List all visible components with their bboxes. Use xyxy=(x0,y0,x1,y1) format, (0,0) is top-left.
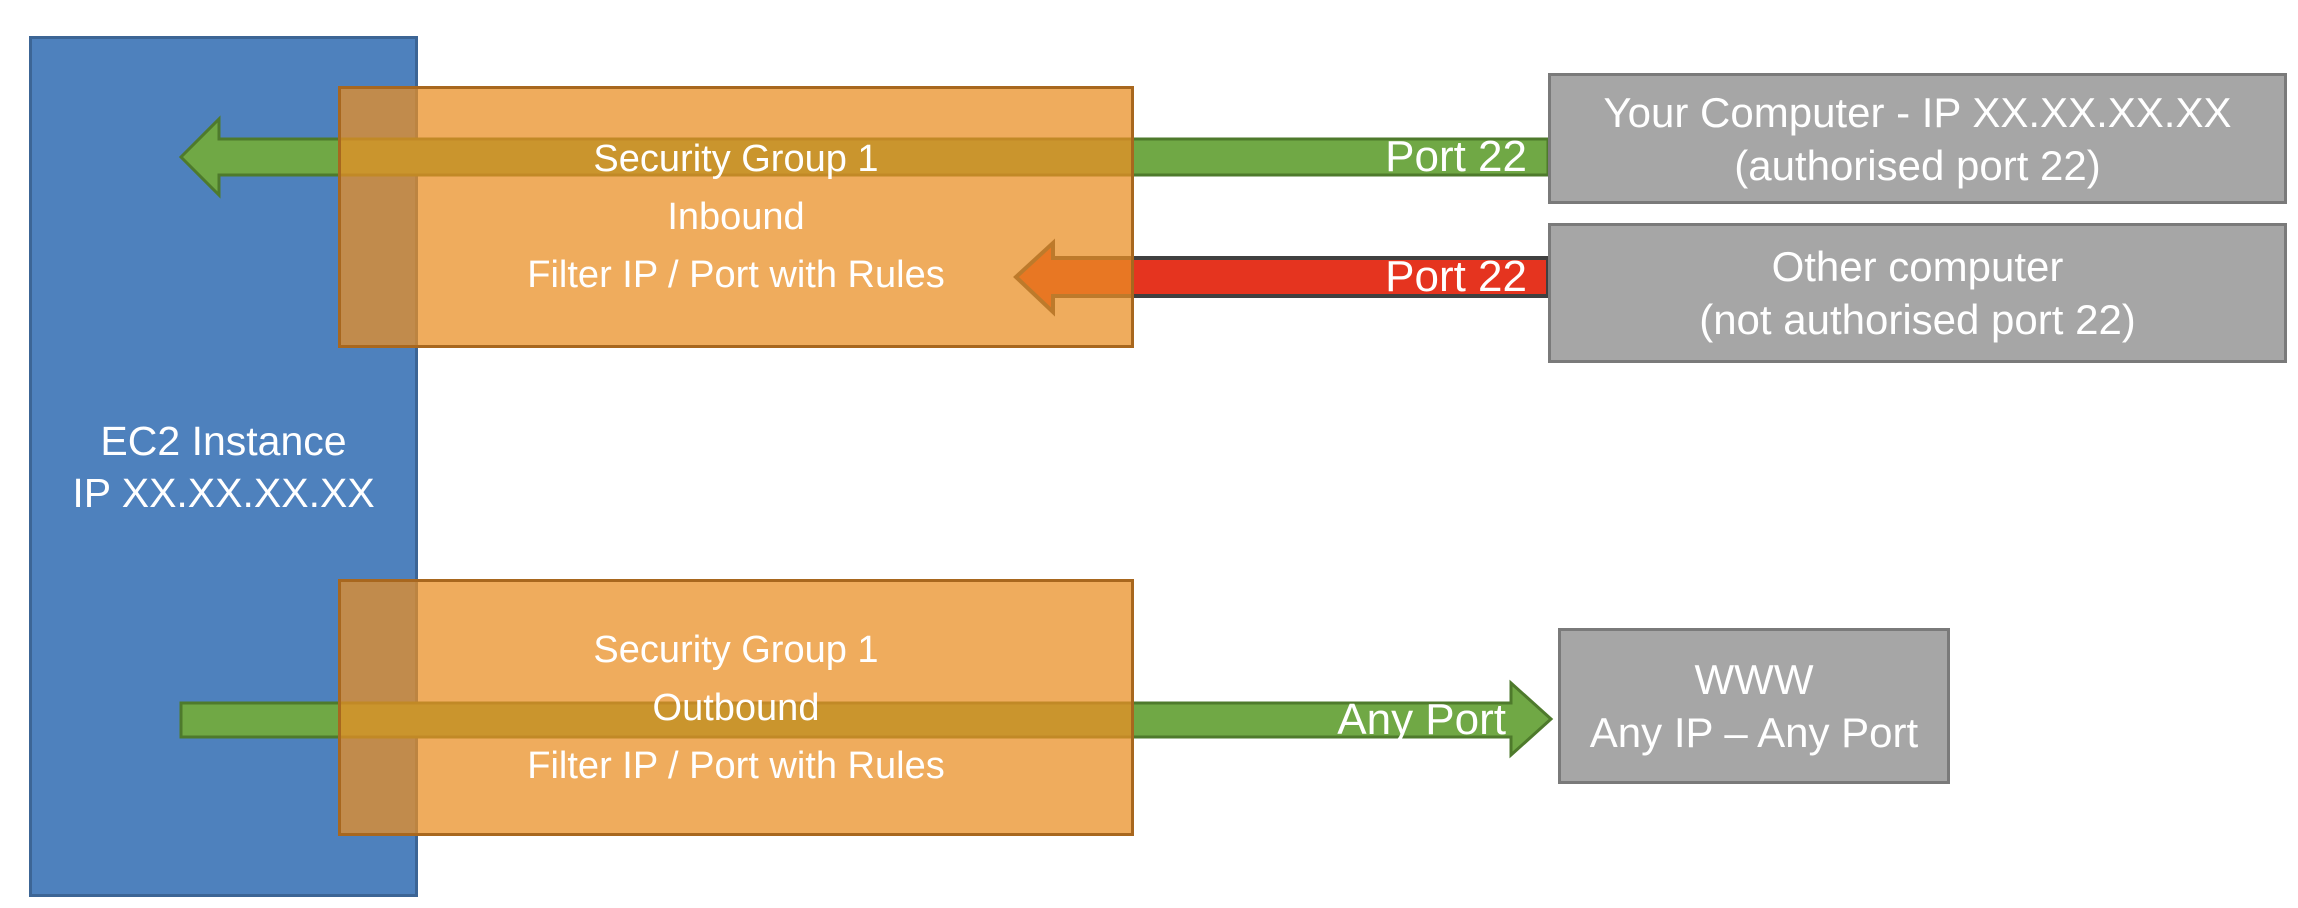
label-any-port: Any Port xyxy=(1337,695,1506,744)
sg-outbound-direction: Outbound xyxy=(652,686,820,729)
sg-outbound-title: Security Group 1 xyxy=(593,628,879,671)
sg-inbound-title: Security Group 1 xyxy=(593,138,879,180)
node-your-computer: Your Computer - IP XX.XX.XX.XX (authoris… xyxy=(1548,73,2287,204)
other-computer-title: Other computer xyxy=(1771,243,2064,290)
sg-inbound-direction: Inbound xyxy=(667,196,805,238)
node-other-computer: Other computer (not authorised port 22) xyxy=(1548,223,2287,363)
your-computer-note: (authorised port 22) xyxy=(1734,141,2101,189)
ec2-title: EC2 Instance xyxy=(100,417,347,464)
node-security-group-inbound: Security Group 1 Inbound Filter IP / Por… xyxy=(338,86,1134,348)
www-note: Any IP – Any Port xyxy=(1589,709,1919,756)
www-title: WWW xyxy=(1694,656,1814,703)
sg-outbound-rule: Filter IP / Port with Rules xyxy=(527,744,945,787)
ec2-ip: IP XX.XX.XX.XX xyxy=(72,469,375,516)
sg-inbound-rule: Filter IP / Port with Rules xyxy=(527,254,945,296)
label-port22-allowed: Port 22 xyxy=(1385,132,1527,181)
your-computer-title: Your Computer - IP XX.XX.XX.XX xyxy=(1603,88,2232,136)
node-www: WWW Any IP – Any Port xyxy=(1558,628,1950,784)
label-port22-blocked: Port 22 xyxy=(1385,252,1527,301)
other-computer-note: (not authorised port 22) xyxy=(1699,296,2136,343)
